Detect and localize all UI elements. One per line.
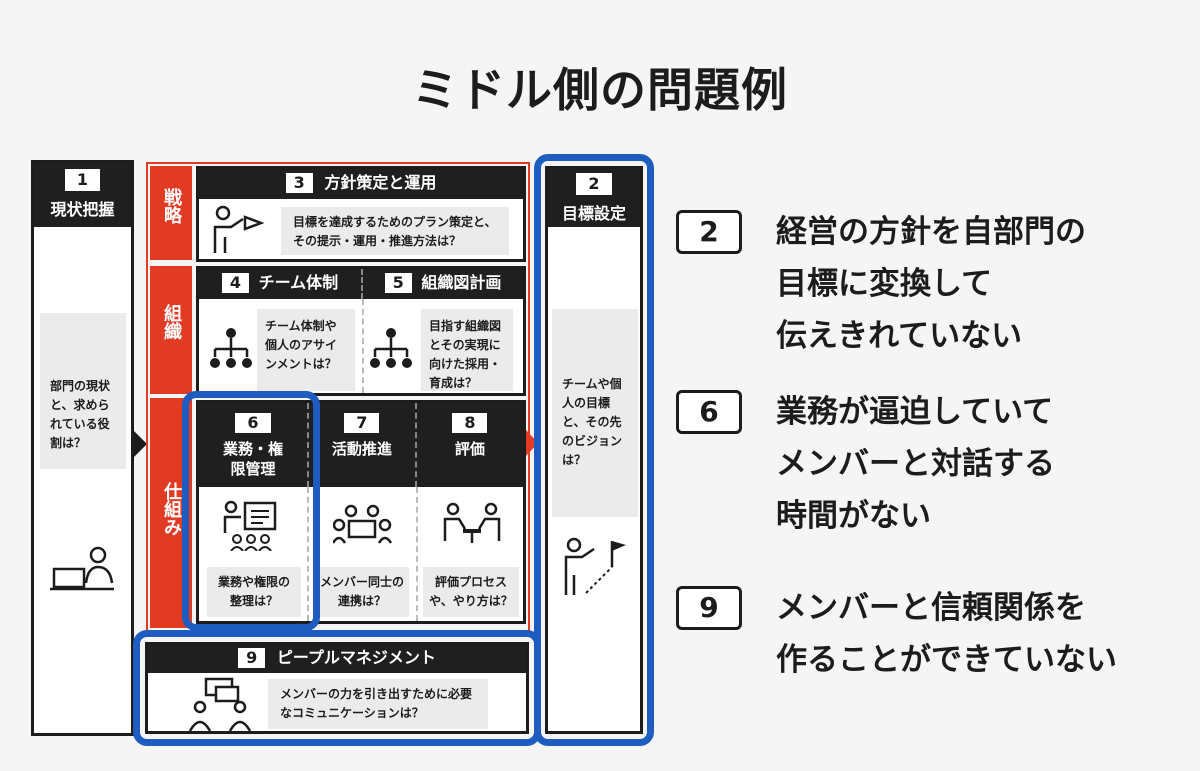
speech-bubble: 目指す組織図とその実現に向けた採用・育成は？ — [421, 309, 513, 391]
person-flag-icon — [564, 537, 626, 595]
speech-bubble: 目標を達成するためのプラン策定と、その提示・運用・推進方法は？ — [281, 207, 509, 255]
column-header: 1 現状把握 — [34, 163, 131, 227]
evaluation-interview-icon — [443, 502, 501, 543]
box-header: 6 業務・権限管理 7 活動推進 8 評価 — [199, 403, 523, 487]
box-label: チーム体制 — [258, 273, 339, 292]
step-number: 9 — [238, 648, 266, 668]
box-label: 方針策定と運用 — [324, 173, 437, 192]
column-header: 2 目標設定 — [548, 169, 640, 227]
step-number: 1 — [64, 169, 101, 191]
bubble-text: 評価プロセスや、やり方は？ — [429, 575, 513, 608]
subhead-orgchart: 5 組織図計画 — [361, 269, 523, 299]
column-label: 現状把握 — [50, 200, 115, 219]
presenter-icon — [213, 205, 265, 253]
issue-text: 経営の方針を自部門の 目標に変換して 伝えきれていない — [776, 206, 1086, 386]
column-goal-setting: 2 目標設定 チームや個人の目標と、その先のビジョンは？ — [545, 166, 643, 734]
issue-line: 目標に変換して — [776, 266, 993, 302]
issue-item: 6 業務が逼迫していて メンバーと対話する 時間がない — [676, 386, 1186, 582]
side-text: 戦略 — [161, 188, 182, 224]
org-chart-icon — [210, 328, 252, 368]
box-header: 4 チーム体制 5 組織図計画 — [199, 269, 523, 299]
box-header: 9 ピープルマネジメント — [148, 645, 526, 673]
bubble-text: 部門の現状と、求められている役割は？ — [50, 379, 111, 450]
side-label-org: 組織 — [150, 266, 192, 394]
speech-bubble: 業務や権限の整理は？ — [207, 567, 301, 617]
person-laptop-icon — [50, 546, 114, 591]
speech-bubble: 部門の現状と、求められている役割は？ — [40, 313, 126, 469]
subhead-business: 6 業務・権限管理 — [199, 403, 307, 487]
issue-number: 2 — [676, 210, 742, 254]
step-number: 5 — [384, 273, 412, 293]
issue-line: 作ることができていない — [776, 642, 1117, 678]
side-text: 組織 — [161, 304, 182, 340]
arrow-right-icon — [133, 430, 147, 458]
box-label: 組織図計画 — [421, 273, 502, 292]
issue-item: 2 経営の方針を自部門の 目標に変換して 伝えきれていない — [676, 206, 1186, 386]
subhead-activity: 7 活動推進 — [306, 403, 415, 487]
bubble-text: 目指す組織図とその実現に向けた採用・育成は？ — [429, 319, 502, 390]
side-text: 仕組み — [161, 482, 182, 536]
subhead-team: 4 チーム体制 — [199, 269, 361, 299]
box-label: 業務・権限管理 — [222, 440, 283, 478]
bubble-text: メンバー同士の連携は？ — [319, 575, 404, 608]
subhead-evaluation: 8 評価 — [414, 403, 523, 487]
bubble-text: 目標を達成するためのプラン策定と、その提示・運用・推進方法は？ — [293, 215, 497, 248]
bubble-text: メンバーの力を引き出すために必要なコミュニケーションは？ — [280, 687, 473, 720]
highlight-frame-2 — [534, 154, 654, 746]
column-label: 目標設定 — [561, 204, 626, 223]
divider — [362, 299, 364, 393]
box-label: 評価 — [454, 440, 485, 458]
box-mechanism: 6 業務・権限管理 7 活動推進 8 評価 業務や権限の整理は？ メンバー同士の… — [196, 400, 526, 624]
page-title: ミドル側の問題例 — [412, 63, 788, 117]
bubble-text: チームや個人の目標と、その先のビジョンは？ — [562, 377, 623, 467]
speech-bubble: メンバー同士の連携は？ — [315, 567, 409, 617]
divider — [416, 487, 418, 621]
step-number: 2 — [576, 173, 612, 195]
presentation-board-icon — [223, 500, 277, 551]
org-chart-icon — [370, 328, 412, 368]
issue-item: 9 メンバーと信頼関係を 作ることができていない — [676, 582, 1186, 686]
speech-bubble: チーム体制や個人のアサインメントは？ — [257, 309, 355, 391]
step-number: 4 — [221, 273, 250, 293]
divider — [307, 487, 309, 621]
step-number: 8 — [452, 413, 488, 433]
box-people-management: 9 ピープルマネジメント メンバーの力を引き出すために必要なコミュニケーションは… — [145, 642, 529, 734]
issue-line: 業務が逼迫していて — [776, 394, 1054, 430]
speech-bubble: メンバーの力を引き出すために必要なコミュニケーションは？ — [268, 679, 488, 729]
issue-line: メンバーと対話する — [776, 446, 1055, 482]
bubble-text: 業務や権限の整理は？ — [217, 575, 290, 608]
box-header: 3 方針策定と運用 — [199, 169, 523, 199]
issue-number: 9 — [676, 586, 742, 630]
issue-text: 業務が逼迫していて メンバーと対話する 時間がない — [776, 386, 1055, 582]
issue-line: 経営の方針を自部門の — [776, 214, 1086, 250]
box-label: ピープルマネジメント — [276, 648, 436, 667]
step-number: 7 — [344, 413, 380, 433]
speech-bubble: チームや個人の目標と、その先のビジョンは？ — [552, 309, 638, 517]
issue-line: 伝えきれていない — [776, 318, 1023, 354]
issue-number: 6 — [676, 390, 742, 434]
arrow-right-icon — [526, 430, 538, 456]
speech-bubble: 評価プロセスや、やり方は？ — [423, 567, 519, 617]
highlight-frame-6 — [182, 391, 320, 631]
box-policy: 3 方針策定と運用 目標を達成するためのプラン策定と、その提示・運用・推進方法は… — [196, 166, 526, 262]
conversation-icon — [188, 677, 252, 731]
step-number: 3 — [285, 173, 313, 193]
issue-text: メンバーと信頼関係を 作ることができていない — [776, 582, 1117, 686]
issue-line: メンバーと信頼関係を — [776, 590, 1086, 626]
meeting-icon — [333, 504, 393, 544]
bubble-text: チーム体制や個人のアサインメントは？ — [265, 319, 338, 371]
issue-list: 2 経営の方針を自部門の 目標に変換して 伝えきれていない 6 業務が逼迫してい… — [676, 206, 1186, 686]
box-label: 活動推進 — [331, 440, 392, 458]
issue-line: 時間がない — [776, 498, 931, 534]
side-label-strategy: 戦略 — [150, 166, 192, 260]
box-org: 4 チーム体制 5 組織図計画 チーム体制や個人のアサインメントは？ 目指す組織… — [196, 266, 526, 396]
column-current-state: 1 現状把握 部門の現状と、求められている役割は？ — [31, 160, 134, 736]
step-number: 6 — [235, 413, 271, 433]
